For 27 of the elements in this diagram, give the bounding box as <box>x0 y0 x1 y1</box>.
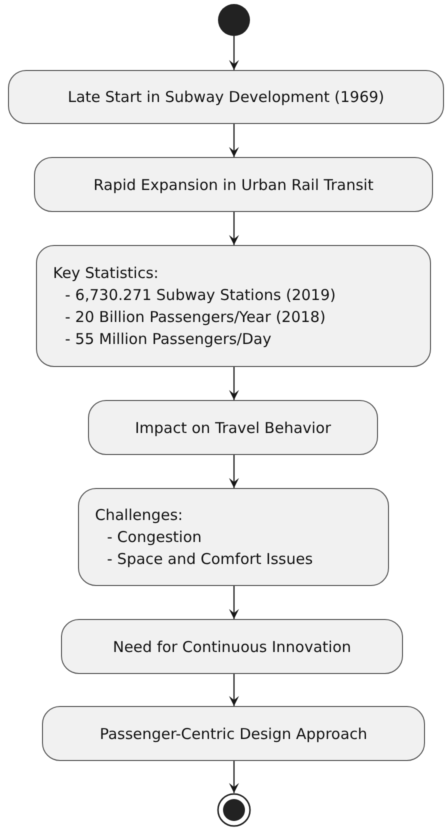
list-item: - Space and Comfort Issues <box>106 549 313 570</box>
activity-label: Late Start in Subway Development (1969) <box>68 87 384 108</box>
activity-box <box>8 70 444 124</box>
box-heading: Challenges: <box>95 505 183 526</box>
arrow <box>229 212 239 245</box>
arrow <box>229 36 239 70</box>
activity-box <box>88 400 378 455</box>
activity-label: Passenger-Centric Design Approach <box>100 724 368 744</box>
activity-box <box>61 619 403 674</box>
arrow <box>229 367 239 400</box>
list-item: - 20 Billion Passengers/Year (2018) <box>64 307 326 328</box>
activity-box <box>36 245 431 367</box>
activity-label: Impact on Travel Behavior <box>134 418 332 438</box>
arrow <box>229 674 239 706</box>
list-item: - 6,730.271 Subway Stations (2019) <box>64 285 336 306</box>
arrow <box>229 586 239 619</box>
list-item: - Congestion <box>106 527 202 548</box>
list-item: - 55 Million Passengers/Day <box>64 329 272 350</box>
activity-label: Rapid Expansion in Urban Rail Transit <box>94 174 374 196</box>
activity-box <box>42 706 425 761</box>
arrow <box>229 761 239 793</box>
activity-box <box>34 157 433 212</box>
arrow <box>229 455 239 488</box>
activity-box <box>78 488 389 586</box>
arrow <box>229 124 239 157</box>
activity-label: Need for Continuous Innovation <box>112 636 352 658</box>
box-heading: Key Statistics: <box>53 263 159 284</box>
